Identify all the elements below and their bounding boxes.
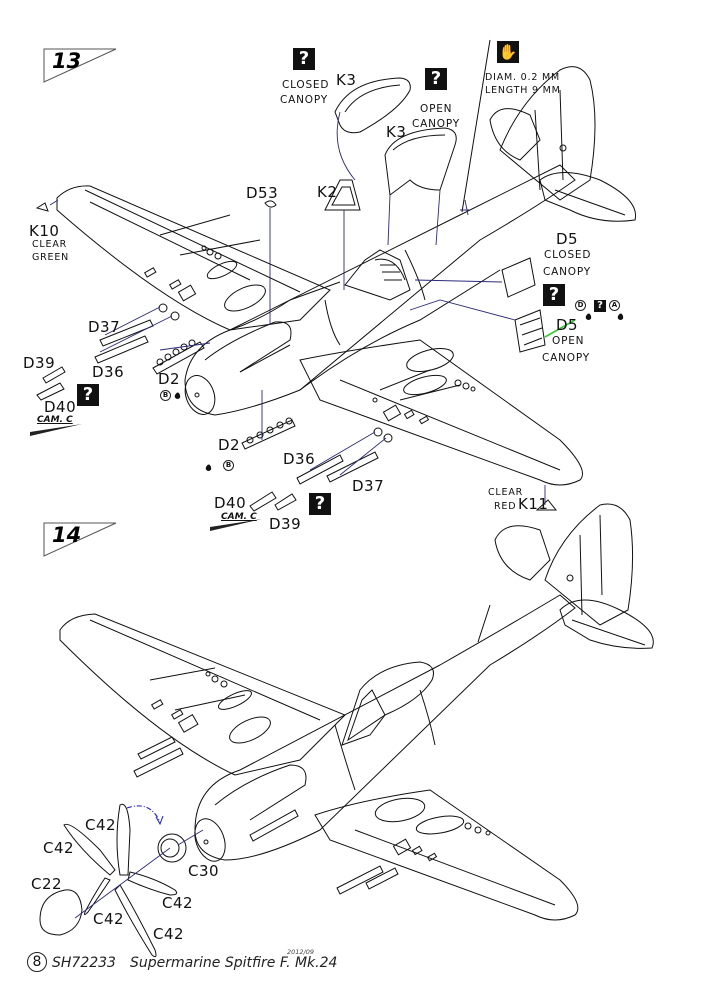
step-13-badge	[43, 48, 117, 83]
spinner-back-plate-c30	[157, 833, 187, 863]
label-d39-bottom: D39	[269, 515, 302, 533]
headrest-d5-closed	[501, 257, 536, 298]
paint-code-a: A	[609, 300, 620, 311]
label-c42-lowleft: C42	[93, 910, 125, 928]
label-d53: D53	[246, 184, 279, 202]
armor-d5-open	[514, 309, 546, 353]
label-d36-left: D36	[92, 363, 125, 381]
question-option-icon: ?	[543, 284, 565, 306]
blade-c42-lowleft	[83, 877, 111, 916]
label-d5-open-2: CANOPY	[542, 352, 590, 364]
question-option-icon: ?	[309, 493, 331, 515]
spinner-c22	[39, 889, 83, 936]
question-option-icon: ?	[293, 48, 315, 70]
step-14-badge	[43, 522, 117, 557]
hand-stretch-sprue-icon: ✋	[497, 41, 519, 63]
canopy-parts	[35, 77, 558, 511]
blade-c42-bottom	[114, 884, 157, 958]
green-guide-line	[544, 319, 576, 338]
label-d40-bottom: D40	[214, 494, 247, 512]
label-c42-top: C42	[85, 816, 117, 834]
label-d39-left: D39	[23, 354, 56, 372]
label-k3-open: K3	[386, 123, 407, 141]
label-cam-c-left: CAM. C	[37, 415, 73, 425]
canopy-closed-k3	[334, 77, 411, 134]
label-k11-red: RED	[494, 501, 517, 512]
label-d2-bottom: D2	[218, 436, 241, 454]
step-14-number: 14	[52, 523, 82, 547]
product-title: Supermarine Spitfire F. Mk.24	[130, 955, 338, 971]
guide-lines	[49, 111, 546, 919]
label-d5-closed-2: CANOPY	[543, 266, 591, 278]
label-c30: C30	[188, 862, 220, 880]
label-d2-left: D2	[158, 370, 181, 388]
label-antenna-diam: DIAM. 0.2 MM	[485, 72, 560, 83]
paint-drop-icons	[174, 313, 624, 471]
windscreen-k2	[324, 179, 361, 211]
label-k3-closed: K3	[336, 71, 357, 89]
canopy-open-k3	[384, 127, 457, 196]
question-option-icon: ?	[77, 384, 99, 406]
label-c22: C22	[31, 875, 63, 893]
label-c42-bottom: C42	[153, 925, 185, 943]
step-13-number: 13	[52, 49, 82, 73]
propeller-assembly	[39, 803, 187, 958]
label-k10-green: GREEN	[32, 252, 70, 263]
print-date: 2012/09	[287, 948, 315, 956]
cam-c-wedge-bottom	[210, 519, 262, 531]
blade-c42-right	[127, 871, 178, 896]
label-k10-clear: CLEAR	[32, 239, 68, 250]
page-number: 8	[27, 952, 47, 972]
question-option-icon-small: ?	[594, 300, 606, 312]
label-cam-c-bottom: CAM. C	[221, 512, 257, 522]
label-d5-open-1: OPEN	[552, 335, 585, 347]
rotate-direction-arrow	[126, 805, 161, 823]
label-d37-left: D37	[88, 318, 121, 336]
label-k11: K11	[518, 495, 549, 513]
label-k11-clear: CLEAR	[488, 487, 524, 498]
blade-c42-top	[116, 803, 131, 876]
paint-code-b: B	[160, 390, 171, 401]
step13-aircraft	[56, 66, 637, 486]
part-d53	[264, 200, 277, 208]
label-k10: K10	[29, 222, 60, 240]
label-c42-right: C42	[162, 894, 194, 912]
question-option-icon: ?	[425, 68, 447, 90]
blade-c42-left	[63, 823, 116, 876]
label-d37-bottom: D37	[352, 477, 385, 495]
paint-code-b: B	[223, 460, 234, 471]
label-d36-bottom: D36	[283, 450, 316, 468]
label-closed-canopy-1: CLOSED	[282, 79, 330, 91]
nav-light-k11	[535, 499, 558, 511]
label-antenna-length: LENGTH 9 MM	[485, 85, 561, 96]
paint-code-d: D	[575, 300, 586, 311]
product-code: SH72233	[52, 955, 116, 971]
label-k2: K2	[317, 183, 338, 201]
cam-c-wedge-left	[30, 424, 82, 436]
label-d5-top: D5	[556, 230, 579, 248]
label-open-canopy-2: CANOPY	[412, 118, 460, 130]
label-closed-canopy-2: CANOPY	[280, 94, 328, 106]
label-d5-closed-1: CLOSED	[544, 249, 592, 261]
nav-light-k10	[35, 202, 49, 212]
label-c42-left: C42	[43, 839, 75, 857]
label-d40-left: D40	[44, 398, 77, 416]
label-d5-bottom: D5	[556, 316, 579, 334]
step14-aircraft	[59, 503, 654, 921]
label-open-canopy-1: OPEN	[420, 103, 453, 115]
